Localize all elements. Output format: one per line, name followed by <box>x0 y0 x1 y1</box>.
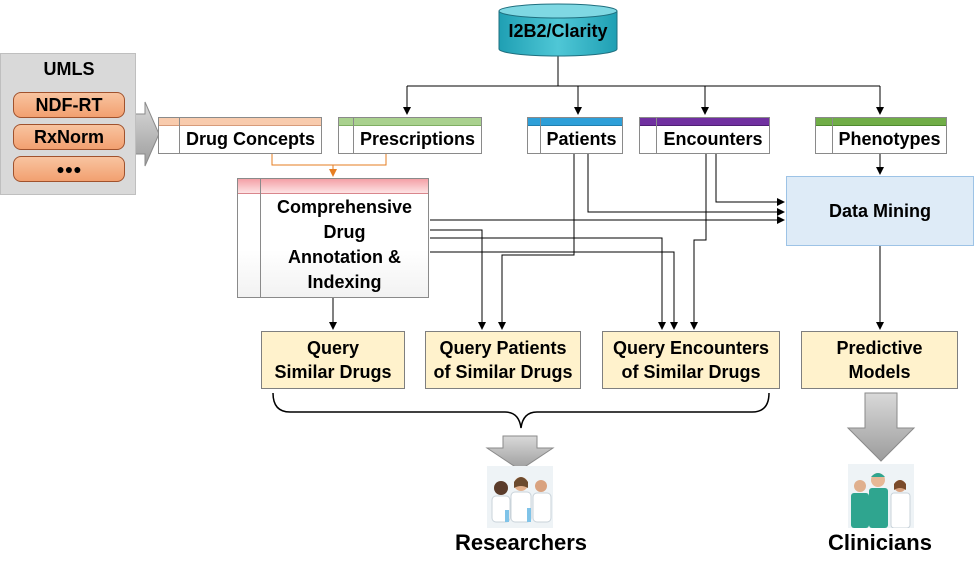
query-similar-drugs: Query Similar Drugs <box>261 331 405 389</box>
researchers-label: Researchers <box>454 530 588 555</box>
clinicians-icon <box>848 464 914 528</box>
drug-annotation-indexing: Comprehensive Drug Annotation & Indexing <box>237 178 429 298</box>
data-mining-box: Data Mining <box>786 176 974 246</box>
query-patients-similar-drugs: Query Patients of Similar Drugs <box>425 331 581 389</box>
clinicians-label: Clinicians <box>828 530 932 555</box>
researchers-icon <box>487 466 553 528</box>
table-encounters: Encounters <box>639 117 770 154</box>
predictive-models: Predictive Models <box>801 331 958 389</box>
query-encounters-similar-drugs: Query Encounters of Similar Drugs <box>602 331 780 389</box>
phenotypes-label: Phenotypes <box>838 128 941 149</box>
source-label: I2B2/Clarity <box>508 21 608 41</box>
i2b2-clarity-database: I2B2/Clarity <box>498 3 618 57</box>
table-drug-concepts: Drug Concepts <box>158 117 322 154</box>
umls-title: UMLS <box>43 59 95 79</box>
researchers-image <box>487 466 553 528</box>
rxnorm-source: RxNorm <box>13 124 125 150</box>
table-patients: Patients <box>527 117 623 154</box>
patients-label: Patients <box>546 128 617 149</box>
annotation-label: Comprehensive Drug Annotation & Indexing <box>276 196 413 293</box>
database-icon <box>498 3 618 57</box>
table-phenotypes: Phenotypes <box>815 117 947 154</box>
prescriptions-label: Prescriptions <box>359 128 476 149</box>
umls-panel: UMLS NDF-RT RxNorm ●●● <box>0 53 136 195</box>
table-prescriptions: Prescriptions <box>338 117 482 154</box>
ndf-rt-source: NDF-RT <box>13 92 125 118</box>
drug-concepts-label: Drug Concepts <box>185 128 315 149</box>
more-sources: ●●● <box>13 156 125 182</box>
clinicians-image <box>848 464 914 528</box>
encounters-label: Encounters <box>663 128 763 149</box>
